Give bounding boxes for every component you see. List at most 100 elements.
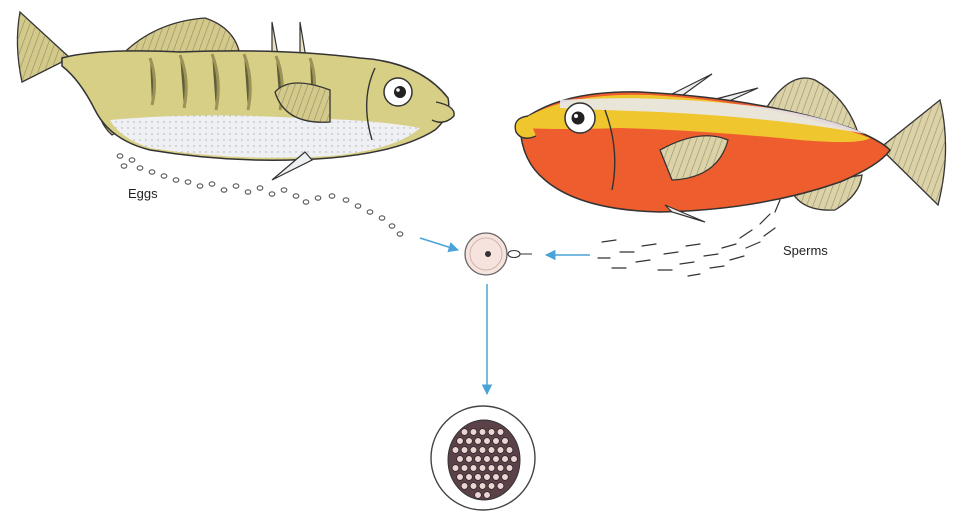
sperm-stroke xyxy=(775,200,780,212)
egg xyxy=(161,174,167,178)
embryo-cell xyxy=(506,447,513,454)
embryo-cell-mass xyxy=(431,406,535,510)
embryo-cell xyxy=(452,447,459,454)
embryo-cell xyxy=(488,465,495,472)
embryo-cell xyxy=(461,483,468,490)
embryo-cell xyxy=(452,465,459,472)
eggs-label: Eggs xyxy=(128,186,158,201)
embryo-cell xyxy=(479,429,486,436)
egg-trail xyxy=(117,154,403,236)
embryo-cell xyxy=(475,492,482,499)
embryo-cell xyxy=(479,465,486,472)
egg xyxy=(173,178,179,182)
sperms-label: Sperms xyxy=(783,243,828,258)
embryo-cell xyxy=(488,447,495,454)
embryo-cell xyxy=(506,465,513,472)
sperm-stroke xyxy=(764,228,775,236)
egg xyxy=(315,196,321,200)
embryo-cell xyxy=(461,429,468,436)
embryo-cell xyxy=(488,483,495,490)
egg xyxy=(389,224,395,228)
egg xyxy=(379,216,385,220)
egg xyxy=(293,194,299,198)
sperm-cell xyxy=(508,251,520,258)
embryo-cell xyxy=(493,474,500,481)
sperm-stroke xyxy=(642,244,656,246)
embryo-cell xyxy=(488,429,495,436)
egg xyxy=(117,154,123,158)
sperm-stroke xyxy=(664,252,678,254)
female-dorsal-spine xyxy=(272,22,278,55)
egg xyxy=(185,180,191,184)
embryo-cell xyxy=(470,465,477,472)
egg xyxy=(281,188,287,192)
embryo-cell xyxy=(493,456,500,463)
embryo-cell xyxy=(457,474,464,481)
embryo-cell xyxy=(497,429,504,436)
embryo-cell xyxy=(470,429,477,436)
egg xyxy=(367,210,373,214)
embryo-cell xyxy=(461,447,468,454)
embryo-cell xyxy=(475,474,482,481)
embryo-cell xyxy=(484,474,491,481)
egg xyxy=(209,182,215,186)
eggs-arrow xyxy=(420,238,458,250)
sperm-stroke xyxy=(602,240,616,242)
embryo-cell xyxy=(497,447,504,454)
embryo-cell xyxy=(475,438,482,445)
sperm-stroke xyxy=(730,256,744,260)
female-mouth xyxy=(432,102,454,122)
embryo-cell xyxy=(497,483,504,490)
embryo-cell xyxy=(502,456,509,463)
egg xyxy=(197,184,203,188)
sperm-stroke xyxy=(760,214,770,224)
embryo-cell xyxy=(484,438,491,445)
fertilized-egg xyxy=(465,233,532,275)
male-fish xyxy=(515,74,945,222)
embryo-cell xyxy=(479,447,486,454)
egg xyxy=(129,158,135,162)
sperm-stroke xyxy=(710,266,724,268)
embryo-cell xyxy=(470,483,477,490)
egg xyxy=(221,188,227,192)
sperm-stroke xyxy=(686,244,700,246)
embryo-cell xyxy=(466,438,473,445)
embryo-cell xyxy=(484,492,491,499)
sperm-stroke xyxy=(740,230,752,238)
embryo-cell xyxy=(470,447,477,454)
female-fish xyxy=(17,12,454,180)
egg xyxy=(233,184,239,188)
egg xyxy=(121,164,127,168)
egg xyxy=(329,194,335,198)
sperm-stroke xyxy=(704,254,718,256)
sperm-stroke xyxy=(636,260,650,262)
embryo-cell xyxy=(479,483,486,490)
sperm-stroke xyxy=(688,274,700,276)
embryo-cell xyxy=(475,456,482,463)
egg xyxy=(149,170,155,174)
sperm-stroke xyxy=(746,242,760,248)
embryo-cell xyxy=(466,474,473,481)
egg xyxy=(397,232,403,236)
egg xyxy=(257,186,263,190)
embryo-cell xyxy=(461,465,468,472)
embryo-cell xyxy=(457,456,464,463)
embryo-cell xyxy=(502,438,509,445)
embryo-cell xyxy=(497,465,504,472)
embryo-cell xyxy=(484,456,491,463)
egg xyxy=(245,190,251,194)
embryo-cell xyxy=(466,456,473,463)
embryo-cell xyxy=(511,456,518,463)
egg xyxy=(269,192,275,196)
egg xyxy=(137,166,143,170)
sperm-stroke xyxy=(680,262,694,264)
egg xyxy=(343,198,349,202)
embryo-cell xyxy=(457,438,464,445)
embryo-cell xyxy=(493,438,500,445)
embryo-cell xyxy=(502,474,509,481)
egg xyxy=(355,204,361,208)
egg xyxy=(303,200,309,204)
sperm-stroke xyxy=(722,244,736,248)
